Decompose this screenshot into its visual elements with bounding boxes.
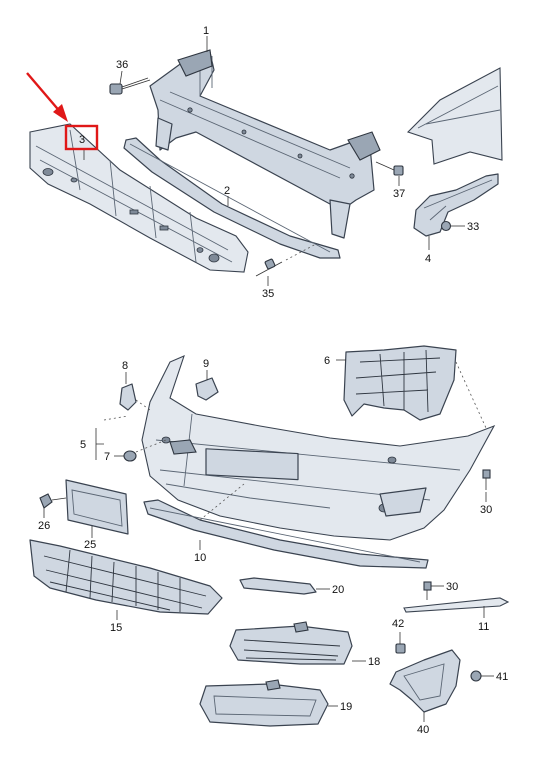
label-25: 25 <box>84 539 96 551</box>
part-25-license-plate-holder[interactable] <box>65 479 129 535</box>
label-5: 5 <box>80 439 86 451</box>
part-30-screw-upper[interactable] <box>482 469 491 490</box>
part-30-screw-lower[interactable] <box>423 581 444 600</box>
part-26-clip[interactable] <box>39 493 67 509</box>
label-40: 40 <box>417 724 429 736</box>
label-36: 36 <box>116 59 128 71</box>
label-4: 4 <box>425 253 431 265</box>
part-41-nut[interactable] <box>470 670 494 682</box>
label-6: 6 <box>324 355 330 367</box>
highlight-arrow <box>26 72 68 122</box>
label-30-lower: 30 <box>446 581 458 593</box>
label-18: 18 <box>368 656 380 668</box>
label-35: 35 <box>262 288 274 300</box>
part-11-chrome-strip[interactable] <box>403 597 510 613</box>
part-20-trim-strip[interactable] <box>239 577 317 595</box>
part-35-screw[interactable] <box>255 258 283 277</box>
part-19-grille-frame[interactable] <box>199 679 329 727</box>
label-3: 3 <box>79 134 85 146</box>
part-9-mount-bracket[interactable] <box>195 377 219 401</box>
part-3-energy-absorber[interactable] <box>29 123 249 273</box>
label-8: 8 <box>122 360 128 372</box>
label-2: 2 <box>224 185 230 197</box>
part-15-lower-grille[interactable] <box>29 539 223 615</box>
part-42-bolt[interactable] <box>395 632 406 654</box>
label-33: 33 <box>467 221 479 233</box>
part-2-lower-strip[interactable] <box>123 137 341 259</box>
label-7: 7 <box>104 451 110 463</box>
part-36-bolt[interactable] <box>109 77 151 95</box>
label-1: 1 <box>203 25 209 37</box>
label-41: 41 <box>496 671 508 683</box>
label-26: 26 <box>38 520 50 532</box>
label-19: 19 <box>340 701 352 713</box>
part-5-bumper-cover[interactable] <box>141 355 496 541</box>
part-6-bracket[interactable] <box>343 345 457 421</box>
part-40-air-duct[interactable] <box>389 649 461 713</box>
part-7-tow-cap[interactable] <box>114 450 137 462</box>
part-33-clip-nut[interactable] <box>440 220 466 232</box>
label-15: 15 <box>110 622 122 634</box>
part-37-bolt[interactable] <box>375 161 404 176</box>
label-37: 37 <box>393 188 405 200</box>
part-4-side-bracket[interactable] <box>406 67 503 237</box>
part-10-spoiler[interactable] <box>143 499 429 569</box>
label-30-upper: 30 <box>480 504 492 516</box>
label-11: 11 <box>478 621 489 633</box>
part-8-mount-bracket[interactable] <box>119 383 137 411</box>
highlight-box-part-3 <box>64 124 99 151</box>
label-10: 10 <box>194 552 206 564</box>
part-18-grille-frame[interactable] <box>229 621 353 665</box>
label-42: 42 <box>392 618 404 630</box>
label-20: 20 <box>332 584 344 596</box>
label-9: 9 <box>203 358 209 370</box>
part-1-crossbar[interactable] <box>149 49 381 239</box>
